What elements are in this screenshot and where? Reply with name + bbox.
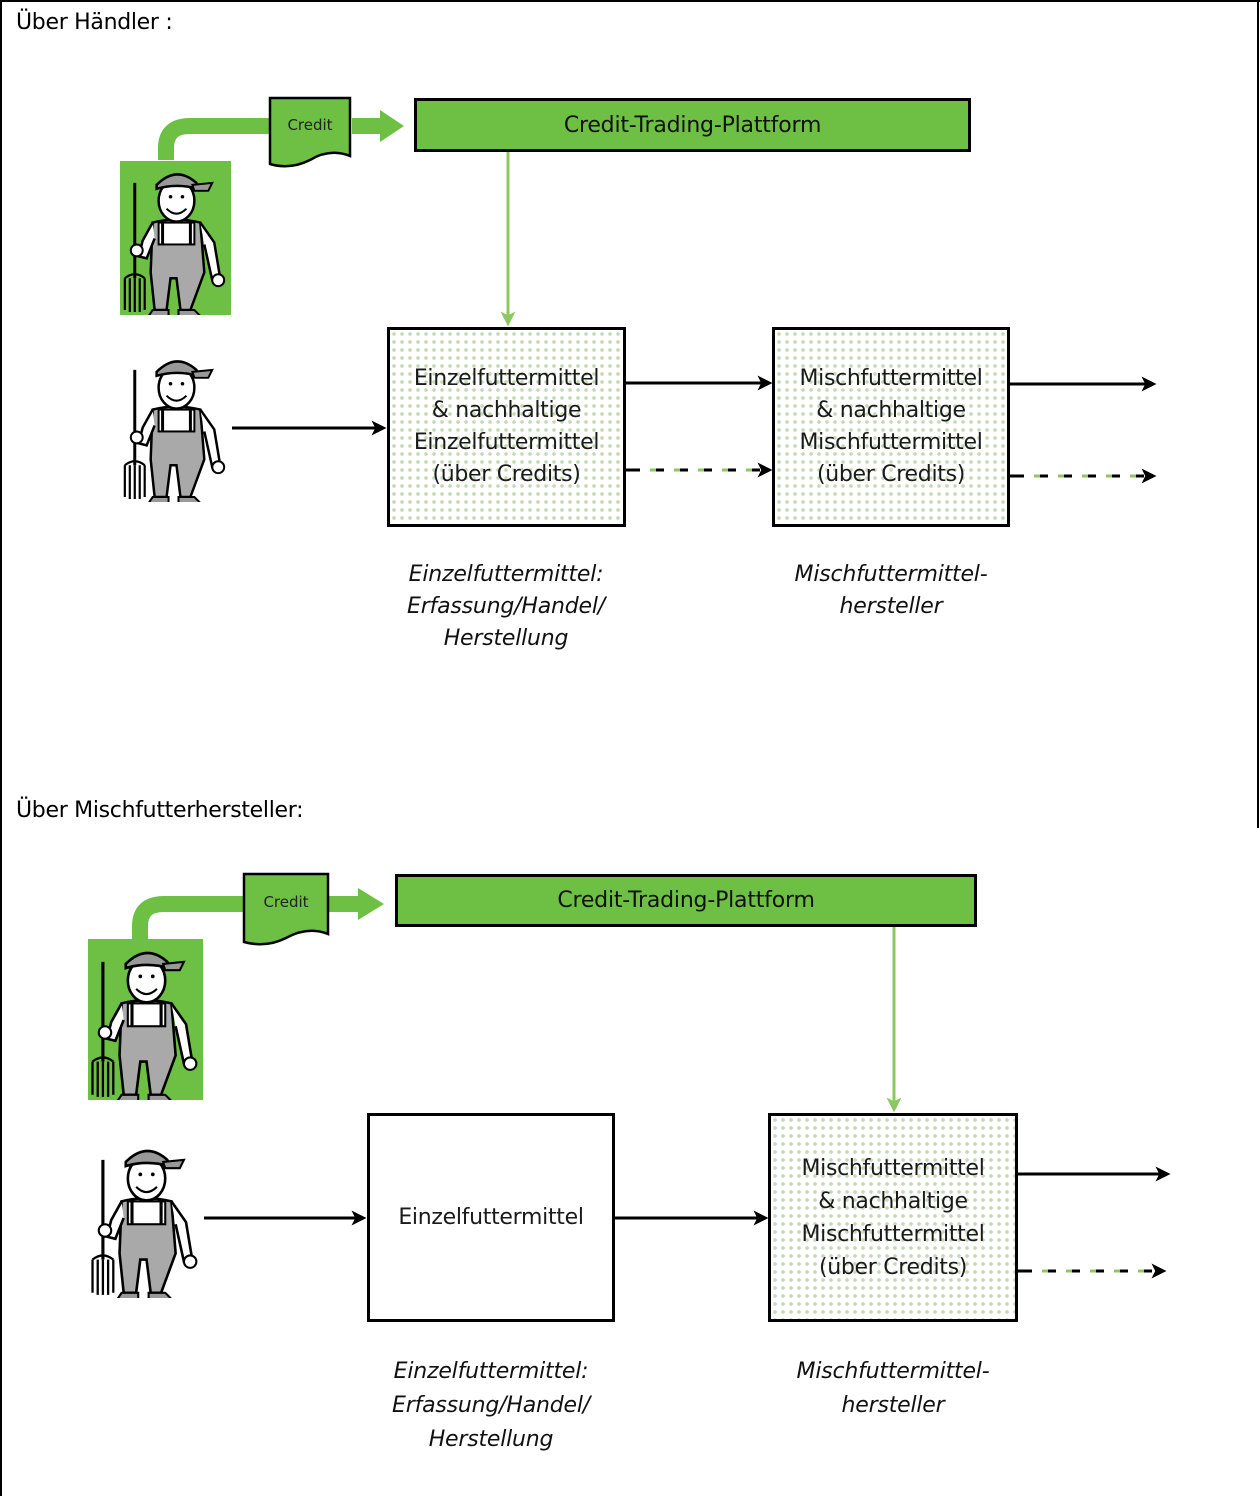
box-line: (über Credits) (432, 462, 581, 487)
arrow-icon (380, 110, 404, 142)
caption-line: hersteller (841, 1393, 945, 1418)
box-line: Einzelfuttermittel (413, 366, 600, 391)
caption-line: Einzelfuttermittel: (393, 1359, 589, 1384)
caption-line: Herstellung (428, 1427, 554, 1452)
caption-line: Mischfuttermittel- (796, 1359, 990, 1384)
caption-einzelfuttermittel: Einzelfuttermittel: Erfassung/Handel/ He… (380, 559, 632, 655)
box-line: Einzelfuttermittel (413, 430, 600, 455)
caption-einzelfuttermittel: Einzelfuttermittel: Erfassung/Handel/ He… (360, 1355, 622, 1457)
caption-mischfuttermittel: Mischfuttermittel- hersteller (770, 559, 1012, 623)
box-line: (über Credits) (818, 1254, 968, 1280)
caption-line: Mischfuttermittel- (794, 562, 988, 587)
caption-line: Erfassung/Handel/ (407, 594, 605, 619)
credit-document-icon (242, 872, 330, 946)
box-line: & nachhaltige (431, 398, 582, 423)
einzelfuttermittel-box: Einzelfuttermittel & nachhaltige Einzelf… (387, 327, 626, 527)
arrow-icon (358, 888, 384, 920)
caption-line: Einzelfuttermittel: (408, 562, 604, 587)
credit-label: Credit (287, 116, 333, 134)
connectors (158, 96, 1157, 484)
box-line: Mischfuttermittel (801, 1221, 985, 1247)
box-line: & nachhaltige (818, 1188, 968, 1214)
mischfuttermittel-box: Mischfuttermittel & nachhaltige Mischfut… (772, 327, 1010, 527)
box-line: Einzelfuttermittel (398, 1204, 584, 1230)
credit-trading-platform: Credit-Trading-Plattform (395, 874, 977, 927)
box-line: Mischfuttermittel (799, 430, 983, 455)
box-line: & nachhaltige (816, 398, 966, 423)
einzelfuttermittel-box: Einzelfuttermittel (367, 1113, 615, 1322)
caption-line: hersteller (839, 594, 943, 619)
box-line: (über Credits) (816, 462, 966, 487)
mischfuttermittel-box: Mischfuttermittel & nachhaltige Mischfut… (768, 1113, 1018, 1322)
box-line: Mischfuttermittel (799, 366, 983, 391)
caption-mischfuttermittel: Mischfuttermittel- hersteller (768, 1355, 1018, 1423)
credit-flow-arrow (158, 118, 270, 160)
farmer-icon (120, 161, 231, 315)
box-line: Mischfuttermittel (801, 1155, 985, 1181)
section-title: Über Mischfutterhersteller: (16, 798, 304, 823)
section-title: Über Händler : (16, 10, 173, 35)
credit-trading-platform: Credit-Trading-Plattform (414, 98, 971, 152)
credit-label: Credit (263, 893, 309, 911)
credit-flow-arrow (132, 896, 244, 940)
caption-line: Herstellung (443, 626, 569, 651)
caption-line: Erfassung/Handel/ (392, 1393, 590, 1418)
farmer-icon (88, 939, 203, 1100)
credit-document-icon (268, 96, 352, 168)
